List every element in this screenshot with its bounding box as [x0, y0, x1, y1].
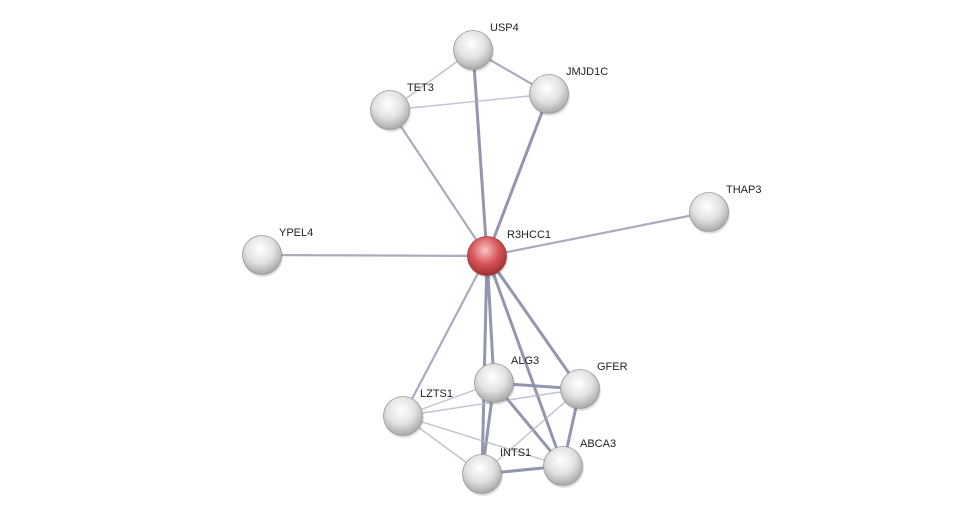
node-sphere[interactable]: [474, 363, 514, 403]
node-label: R3HCC1: [507, 229, 551, 241]
edge-r3hcc1-abca3[interactable]: [485, 255, 565, 467]
edge-r3hcc1-lzts1[interactable]: [402, 255, 488, 417]
node-label: THAP3: [726, 184, 761, 196]
node-label: USP4: [490, 22, 519, 34]
edge-r3hcc1-usp4[interactable]: [471, 49, 489, 257]
node-thap3[interactable]: THAP3: [689, 184, 762, 234]
node-sphere[interactable]: [543, 446, 583, 486]
node-label: ABCA3: [580, 438, 616, 450]
node-ypel4[interactable]: YPEL4: [242, 227, 314, 277]
node-jmjd1c[interactable]: JMJD1C: [529, 66, 609, 116]
node-usp4[interactable]: USP4: [453, 22, 519, 72]
node-sphere[interactable]: [462, 454, 502, 494]
edge-r3hcc1-gfer[interactable]: [485, 255, 582, 390]
node-abca3[interactable]: ABCA3: [543, 438, 617, 488]
node-r3hcc1[interactable]: R3HCC1: [467, 229, 552, 278]
node-label: TET3: [407, 82, 434, 94]
edge-r3hcc1-alg3[interactable]: [485, 255, 496, 384]
edge-r3hcc1-tet3[interactable]: [389, 109, 488, 257]
node-sphere[interactable]: [467, 236, 507, 276]
edge-r3hcc1-thap3[interactable]: [486, 210, 710, 258]
node-lzts1[interactable]: LZTS1: [383, 388, 454, 438]
node-label: YPEL4: [279, 227, 313, 239]
edge-r3hcc1-ints1[interactable]: [480, 255, 489, 475]
node-sphere[interactable]: [370, 90, 410, 130]
node-gfer[interactable]: GFER: [560, 361, 628, 411]
node-sphere[interactable]: [529, 74, 569, 114]
node-sphere[interactable]: [242, 235, 282, 275]
node-sphere[interactable]: [453, 30, 493, 70]
node-label: JMJD1C: [566, 66, 608, 78]
node-sphere[interactable]: [689, 192, 729, 232]
edge-gfer-ints1[interactable]: [481, 388, 581, 475]
node-sphere[interactable]: [383, 396, 423, 436]
edge-r3hcc1-ypel4[interactable]: [261, 253, 488, 258]
edge-lzts1-abca3[interactable]: [402, 415, 564, 467]
node-label: GFER: [597, 361, 628, 373]
node-label: INTS1: [500, 447, 531, 459]
node-label: LZTS1: [420, 388, 453, 400]
edge-r3hcc1-jmjd1c[interactable]: [485, 93, 551, 257]
node-alg3[interactable]: ALG3: [474, 355, 540, 405]
edge-tet3-jmjd1c[interactable]: [389, 93, 550, 111]
node-tet3[interactable]: TET3: [370, 82, 434, 132]
node-label: ALG3: [511, 355, 539, 367]
node-ints1[interactable]: INTS1: [462, 447, 532, 496]
node-sphere[interactable]: [560, 369, 600, 409]
